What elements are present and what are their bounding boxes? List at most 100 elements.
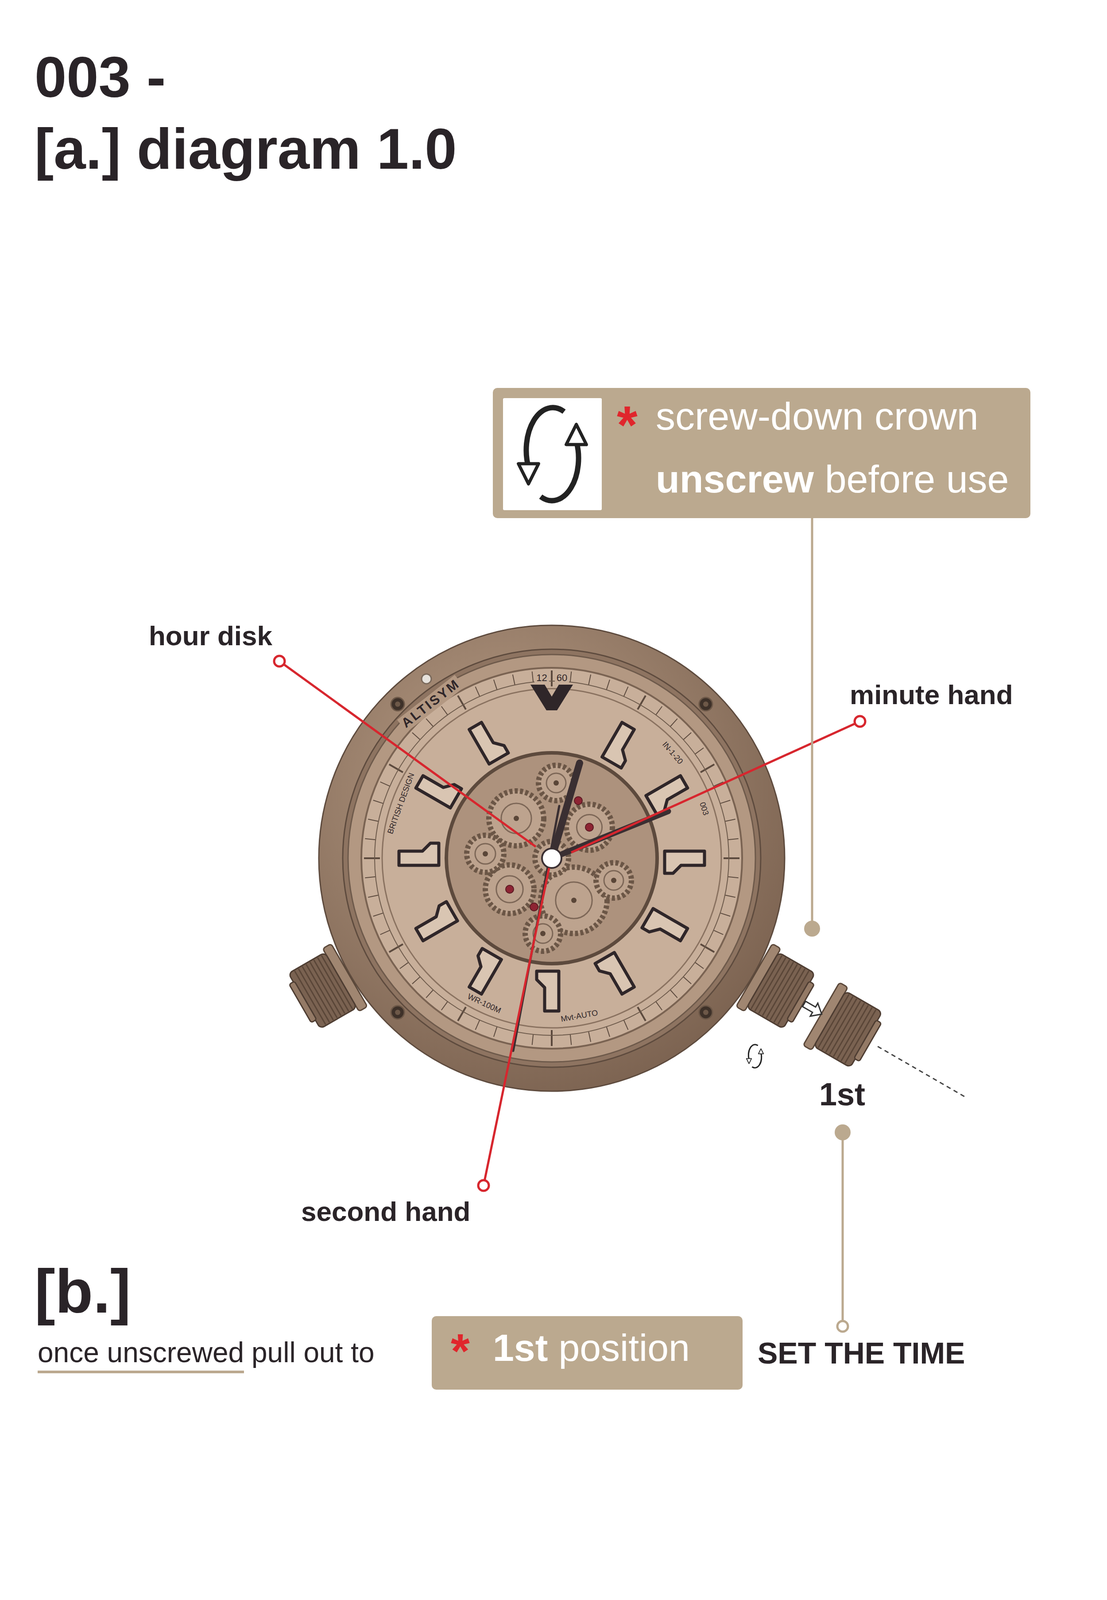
hour-marker	[462, 948, 502, 995]
minute-tick	[670, 718, 678, 727]
part-label: second hand	[301, 1195, 471, 1227]
minute-tick	[606, 1026, 610, 1037]
minute-tick	[588, 674, 591, 685]
instruction-text: once unscrewed	[37, 1336, 244, 1370]
minute-tick	[655, 706, 662, 715]
hour-hand	[551, 762, 580, 859]
asterisk-mark: *	[616, 398, 638, 452]
dial-text: 12	[534, 672, 549, 684]
gear	[525, 915, 561, 952]
minute-tick	[683, 732, 692, 740]
leader-dot	[274, 655, 285, 667]
gear-axle	[553, 780, 559, 786]
box-text: screw-down crown	[655, 390, 979, 442]
minute-tick	[724, 894, 736, 898]
minute-tick	[367, 894, 379, 898]
box-text: position	[558, 1325, 690, 1370]
minute-tick	[532, 671, 534, 682]
minute-tick	[713, 930, 724, 935]
section-mark: [a.]	[34, 116, 121, 183]
dial-text: WR-100M	[464, 990, 504, 1016]
minute-tick	[373, 800, 384, 804]
screw-head	[394, 1009, 401, 1015]
minute-tick	[719, 913, 731, 917]
leader-dot	[837, 1320, 848, 1332]
box-text: 1st	[492, 1325, 548, 1370]
minute-tick	[695, 962, 704, 969]
arrow-arc	[748, 1044, 758, 1061]
leader-dot	[854, 716, 866, 727]
leader-line	[279, 661, 536, 847]
pulled-crown	[803, 982, 889, 1074]
icon-svg	[503, 398, 602, 511]
arrow-head	[746, 1058, 752, 1064]
gear-axle	[482, 851, 488, 857]
callout-box: * 1stposition	[431, 1316, 743, 1390]
gear-axle	[540, 930, 546, 937]
lume-pip	[421, 673, 432, 684]
minute-tick	[623, 686, 629, 697]
jewel	[505, 885, 514, 894]
minute-tick	[363, 857, 380, 860]
minute-tick	[723, 857, 740, 860]
underline	[37, 1370, 244, 1374]
jewel	[530, 902, 539, 911]
leader-line	[811, 518, 814, 924]
gear-hub	[576, 814, 602, 840]
arrow-arc	[540, 439, 579, 501]
minute-tick	[412, 732, 421, 740]
gear-hub	[603, 870, 624, 891]
minute-tick	[570, 1034, 572, 1046]
minute-tick	[475, 686, 480, 697]
gear-axle	[571, 897, 577, 903]
rotate-icon	[746, 1044, 764, 1069]
minute-tick	[623, 1019, 629, 1030]
dial-text: 60	[554, 672, 569, 684]
arrow-head	[566, 424, 587, 445]
minute-tick	[670, 989, 678, 998]
arrow-head	[518, 463, 539, 484]
chapter-ring	[382, 688, 722, 1028]
minute-tick	[367, 819, 379, 822]
minute-tick	[364, 876, 376, 879]
screw	[390, 697, 405, 711]
minute-tick	[655, 1001, 662, 1011]
hour-marker	[411, 901, 458, 941]
box-text: before use	[824, 452, 1010, 505]
minute-tick	[727, 838, 739, 840]
minute-tick	[380, 781, 391, 787]
minute-tick	[399, 962, 409, 969]
brand-text: ALTISYM	[397, 674, 465, 732]
minute-tick	[550, 670, 553, 687]
logo-mark	[530, 684, 573, 711]
minute-tick	[683, 976, 692, 984]
instruction-text: pull out to	[251, 1336, 375, 1370]
minute-tick	[425, 989, 434, 998]
gear	[596, 862, 632, 898]
screw	[699, 1005, 713, 1019]
minute-tick	[695, 747, 704, 755]
rotate-icon	[518, 407, 587, 501]
screw-head	[394, 701, 401, 707]
minute-tick	[373, 913, 384, 917]
leader-dot	[804, 920, 821, 937]
dial-text: IN-1-20	[659, 738, 686, 768]
screw	[390, 1005, 405, 1019]
part-label: hour disk	[148, 619, 273, 652]
leader-line	[483, 867, 550, 1186]
hour-marker	[469, 718, 509, 764]
dial-text: BRITISH DESIGN	[385, 770, 418, 837]
leader-line	[571, 721, 860, 853]
minute-tick	[441, 1001, 448, 1011]
part-label: minute hand	[849, 678, 1014, 711]
asterisk-mark: *	[450, 1326, 470, 1375]
leader-dot	[834, 1124, 851, 1141]
arrow-arc	[526, 407, 564, 469]
minute-tick	[412, 976, 421, 984]
minute-tick	[719, 800, 731, 804]
minute-tick	[512, 674, 515, 685]
hour-marker	[536, 971, 559, 1011]
text-row: 1stposition	[492, 1325, 725, 1381]
text-row: screw-down crown	[655, 390, 1013, 453]
